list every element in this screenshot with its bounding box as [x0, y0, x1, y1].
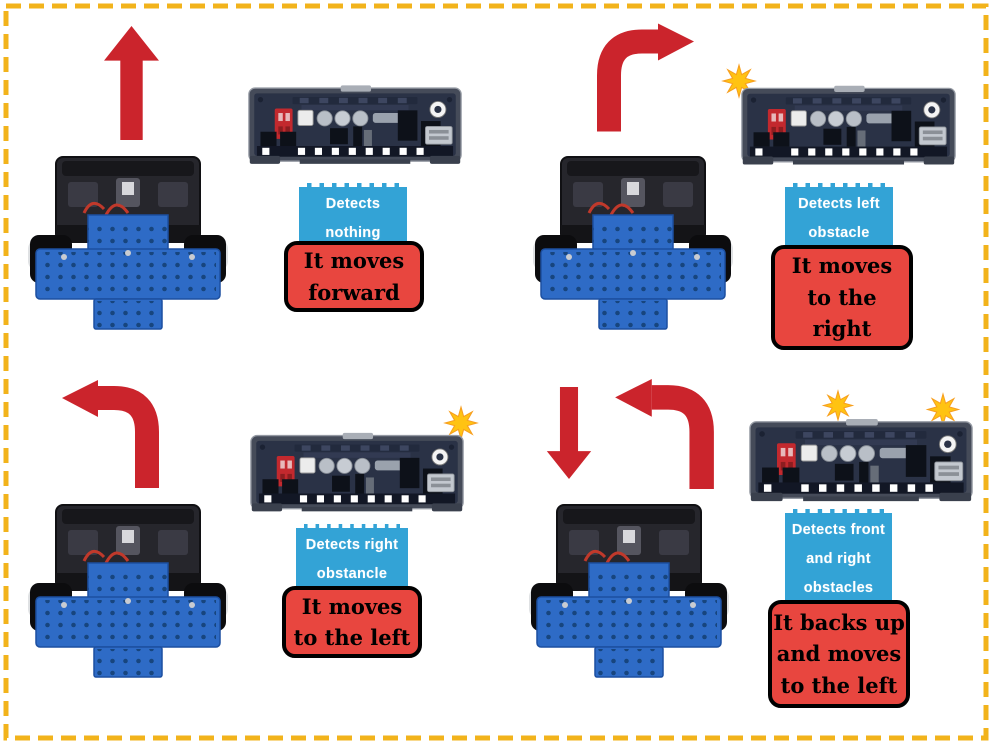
condition-label: Detects front and right obstacles	[785, 509, 892, 601]
control-board-image	[749, 418, 973, 502]
action-label: It moves forward	[284, 241, 424, 312]
down-arrow-icon	[546, 387, 592, 479]
robot-front-image	[527, 503, 731, 679]
action-label: It moves to the left	[282, 586, 422, 658]
action-label: It backs up and moves to the left	[768, 600, 910, 708]
detection-star-icon	[822, 390, 854, 421]
curve-left-arrow-icon	[610, 377, 718, 489]
action-label: It moves to the right	[771, 245, 913, 350]
